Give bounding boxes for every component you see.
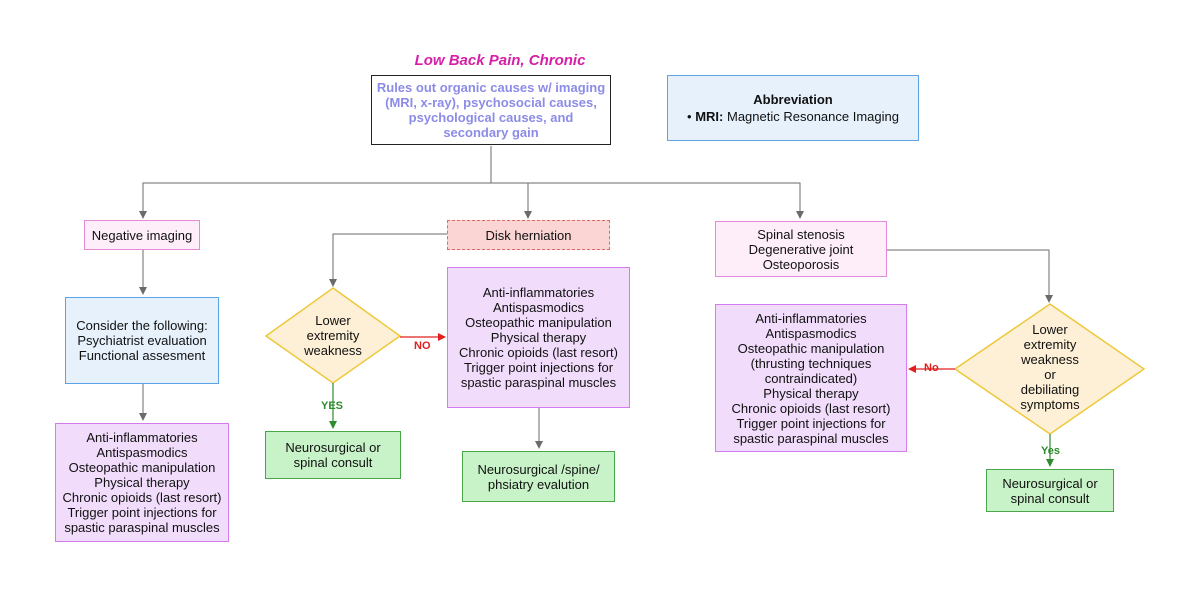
abbreviation-term: MRI: bbox=[695, 109, 724, 124]
stenosis-yes-label: Yes bbox=[1041, 445, 1060, 457]
stenosis-decision-text: Lower extremity weakness or debiliating … bbox=[1020, 322, 1080, 412]
disk-herniation-label: Disk herniation bbox=[485, 227, 572, 243]
root-box: Rules out organic causes w/ imaging (MRI… bbox=[371, 75, 611, 145]
negative-treatments-box: Anti-inflammatories Antispasmodics Osteo… bbox=[55, 423, 229, 542]
disk-followup-box: Neurosurgical /spine/ phsiatry evalution bbox=[462, 451, 615, 502]
abbreviation-box: Abbreviation • MRI: Magnetic Resonance I… bbox=[667, 75, 919, 141]
negative-imaging-box: Negative imaging bbox=[84, 220, 200, 250]
consider-box: Consider the following: Psychiatrist eva… bbox=[65, 297, 219, 384]
abbreviation-definition: Magnetic Resonance Imaging bbox=[726, 109, 899, 124]
negative-treatments-text: Anti-inflammatories Antispasmodics Osteo… bbox=[62, 430, 222, 535]
connector-root-split bbox=[139, 146, 492, 219]
stenosis-no-label: No bbox=[924, 362, 939, 374]
connector-stenosis-to-decision bbox=[887, 249, 1053, 303]
disk-decision-text: Lower extremity weakness bbox=[304, 313, 362, 358]
disk-yes-result-box: Neurosurgical or spinal consult bbox=[265, 431, 401, 479]
connector-root-to-stenosis bbox=[491, 182, 804, 219]
diagram-title: Low Back Pain, Chronic bbox=[414, 52, 586, 69]
stenosis-label: Spinal stenosis Degenerative joint Osteo… bbox=[748, 226, 854, 272]
consider-text: Consider the following: Psychiatrist eva… bbox=[76, 318, 208, 363]
disk-followup-text: Neurosurgical /spine/ phsiatry evalution bbox=[477, 461, 600, 492]
disk-treatments-box: Anti-inflammatories Antispasmodics Osteo… bbox=[447, 267, 630, 408]
stenosis-yes-result-box: Neurosurgical or spinal consult bbox=[986, 469, 1114, 512]
negative-imaging-label: Negative imaging bbox=[91, 227, 193, 243]
abbreviation-entry: • MRI: Magnetic Resonance Imaging bbox=[687, 109, 899, 124]
connector-disk-to-decision bbox=[329, 233, 447, 287]
disk-herniation-box: Disk herniation bbox=[447, 220, 610, 250]
stenosis-box: Spinal stenosis Degenerative joint Osteo… bbox=[715, 221, 887, 277]
abbreviation-heading: Abbreviation bbox=[753, 92, 833, 107]
stenosis-treatments-text: Anti-inflammatories Antispasmodics Osteo… bbox=[731, 310, 891, 446]
root-text: Rules out organic causes w/ imaging (MRI… bbox=[376, 80, 606, 140]
disk-yes-result-text: Neurosurgical or spinal consult bbox=[285, 440, 381, 470]
stenosis-yes-result-text: Neurosurgical or spinal consult bbox=[1002, 475, 1098, 506]
stenosis-treatments-box: Anti-inflammatories Antispasmodics Osteo… bbox=[715, 304, 907, 452]
disk-yes-label: YES bbox=[321, 400, 344, 412]
abbreviation-bullet: • bbox=[687, 109, 692, 124]
disk-no-label: NO bbox=[414, 340, 431, 352]
disk-treatments-text: Anti-inflammatories Antispasmodics Osteo… bbox=[459, 285, 618, 390]
